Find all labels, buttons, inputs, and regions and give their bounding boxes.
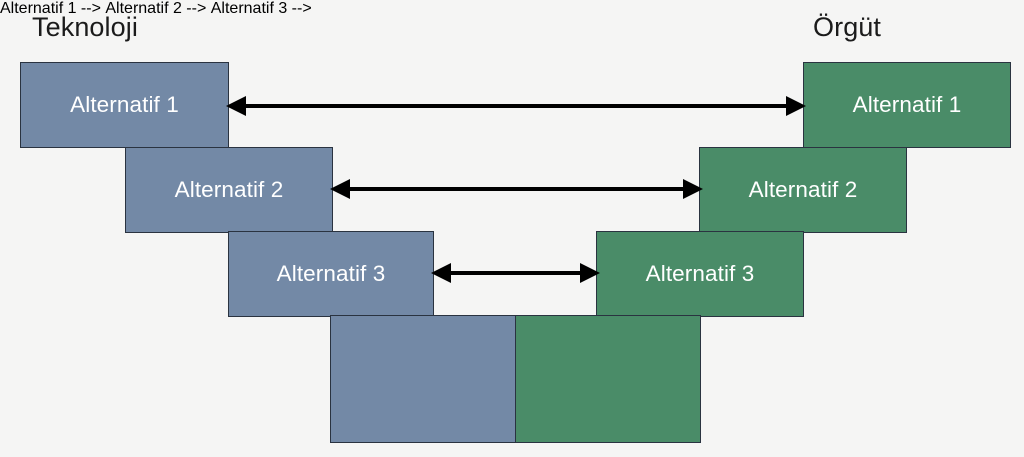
technology-alternative-2-box[interactable]: Alternatif 2: [125, 147, 333, 233]
organisation-alternative-2-label: Alternatif 2: [748, 177, 858, 202]
organisation-alternative-1-box[interactable]: Alternatif 1: [803, 62, 1011, 148]
technology-alternative-3-label: Alternatif 3: [276, 261, 386, 286]
column-title-technology: Teknoloji: [32, 12, 138, 42]
organisation-alternative-3-box[interactable]: Alternatif 3: [596, 231, 804, 317]
technology-alternative-1-box[interactable]: Alternatif 1: [20, 62, 229, 148]
organisation-base-box[interactable]: [515, 315, 701, 443]
organisation-alternative-1-label: Alternatif 1: [852, 92, 962, 117]
technology-base-box[interactable]: [330, 315, 516, 443]
technology-alternative-3-box[interactable]: Alternatif 3: [228, 231, 434, 317]
technology-alternative-1-label: Alternatif 1: [70, 92, 179, 117]
column-title-organisation: Örgüt: [813, 12, 882, 42]
organisation-alternative-2-box[interactable]: Alternatif 2: [699, 147, 907, 233]
double-arrow-icon-row-3: [431, 263, 600, 283]
double-arrow-icon-row-1: [226, 96, 806, 116]
double-arrow-icon-row-2: [330, 179, 703, 199]
technology-alternative-2-label: Alternatif 2: [174, 177, 284, 202]
organisation-alternative-3-label: Alternatif 3: [645, 261, 755, 286]
